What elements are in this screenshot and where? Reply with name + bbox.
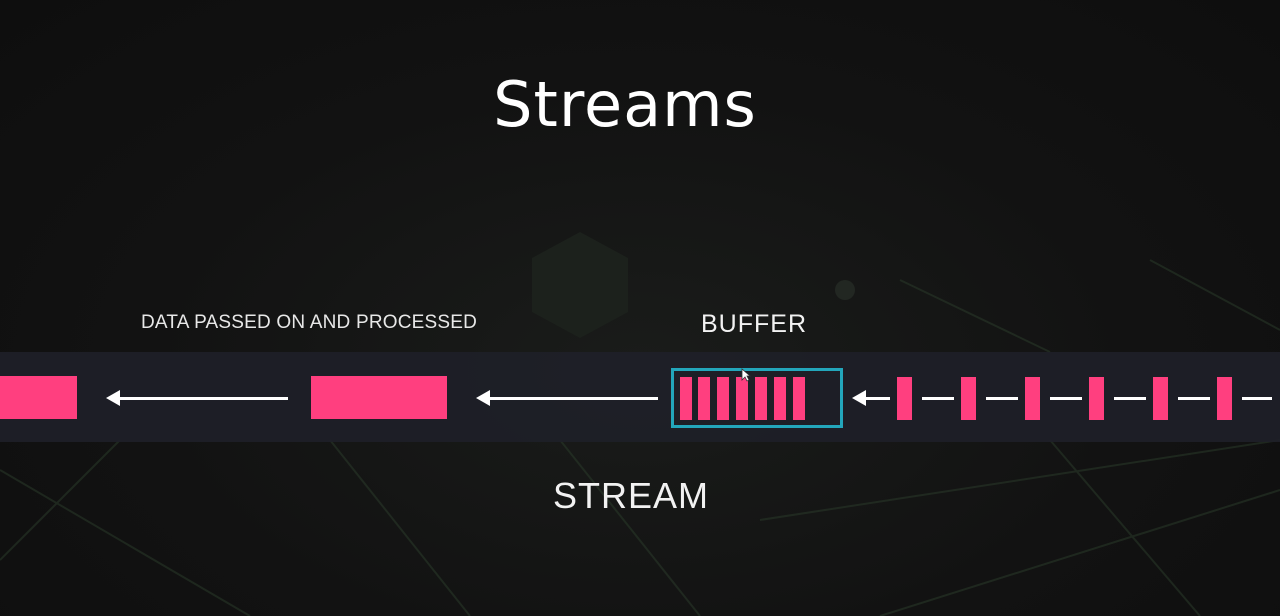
incoming-chunk [1153,377,1168,420]
stream-dash [1178,397,1210,400]
processed-block-2 [311,376,447,419]
buffer-chunk [680,377,692,420]
flow-arrow-1 [106,388,288,408]
flow-arrow-2 [476,388,658,408]
buffer-label: BUFFER [701,310,807,338]
processed-block-1 [0,376,77,419]
buffer-chunk [698,377,710,420]
incoming-chunk [1089,377,1104,420]
incoming-chunk [961,377,976,420]
stream-dash [1114,397,1146,400]
slide-title: Streams [493,68,757,141]
stream-dash [922,397,954,400]
stream-label: STREAM [553,475,710,516]
buffer-chunk [717,377,729,420]
buffer-box [671,368,843,428]
incoming-chunk [1217,377,1232,420]
incoming-chunk [1025,377,1040,420]
processed-label: DATA PASSED ON AND PROCESSED [141,312,478,333]
buffer-chunk [774,377,786,420]
stream-dash [1050,397,1082,400]
buffer-chunk [793,377,805,420]
incoming-chunk [897,377,912,420]
stream-dash [1242,397,1272,400]
stream-dash [986,397,1018,400]
mouse-cursor-icon [741,368,751,382]
buffer-chunk [755,377,767,420]
incoming-arrow [852,388,890,408]
buffer-chunk [736,377,748,420]
